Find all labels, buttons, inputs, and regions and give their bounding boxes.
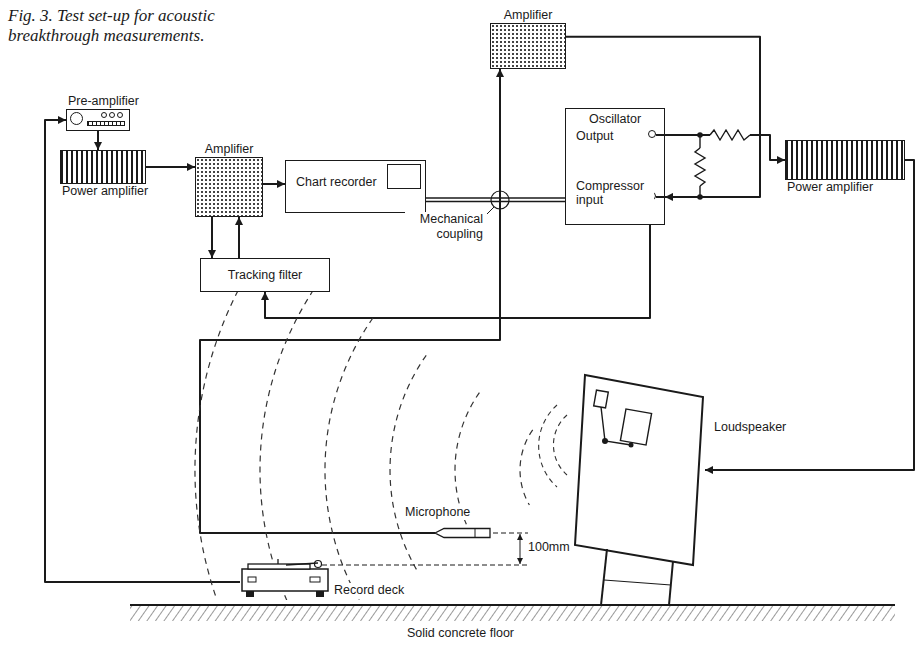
part-label: Microphone xyxy=(403,505,472,520)
figure-caption: Fig. 3. Test set-up for acoustic breakth… xyxy=(8,6,258,45)
slider-bank xyxy=(87,121,125,126)
signal-line xyxy=(705,160,914,470)
sound-wave-arc xyxy=(325,318,373,600)
mechanical-coupling-rail xyxy=(426,197,565,202)
resistor-symbol xyxy=(710,127,750,143)
knob xyxy=(117,112,123,118)
record-deck-drawing xyxy=(240,555,330,600)
box-title: Oscillator xyxy=(566,112,664,127)
mechanical-coupling-gap xyxy=(426,199,565,201)
chart-roll xyxy=(387,164,421,189)
knob xyxy=(109,112,115,118)
terminal-circle xyxy=(648,130,656,138)
signal-connector xyxy=(146,167,195,168)
part-label: Loudspeaker xyxy=(712,420,788,435)
signal-connector xyxy=(239,217,240,258)
amplifier-box xyxy=(195,157,263,217)
sound-wave-arcs xyxy=(195,290,533,600)
knob xyxy=(101,112,107,118)
preamp-box xyxy=(66,109,130,131)
signal-connector xyxy=(426,199,565,200)
preamp-unit: Pre-amplifier xyxy=(66,94,141,131)
power-amplifier-unit: Power amplifier xyxy=(60,150,150,199)
microphone-drawing xyxy=(435,527,490,539)
unit-label: Power amplifier xyxy=(60,184,150,199)
signal-line xyxy=(146,166,195,168)
signal-connector xyxy=(263,184,285,185)
record-deck: Record deck xyxy=(240,555,330,600)
leader-line xyxy=(487,207,494,214)
unit-label: Power amplifier xyxy=(785,180,875,195)
signal-line xyxy=(200,69,500,533)
signal-connector xyxy=(200,69,500,533)
knob xyxy=(70,112,83,125)
dimension-label: 100mm xyxy=(526,540,572,555)
terminal-label: Output xyxy=(574,129,616,144)
part-label: Record deck xyxy=(332,583,406,598)
sound-wave-arc xyxy=(520,430,533,505)
sound-wave-arc xyxy=(195,290,266,600)
unit-label: Amplifier xyxy=(203,142,256,157)
resistor-symbol xyxy=(695,135,705,197)
junction-dot xyxy=(697,132,703,138)
box-label: Chart recorder xyxy=(294,175,379,190)
power-amplifier-unit: Power amplifier xyxy=(785,140,905,195)
floor-label: Solid concrete floor xyxy=(405,626,516,641)
amplifier-box xyxy=(490,23,566,69)
chart-recorder-box: Chart recorder xyxy=(285,160,426,213)
signal-line xyxy=(97,131,99,150)
signal-line xyxy=(211,217,213,258)
amplifier-unit: Amplifier xyxy=(490,8,566,69)
power-amplifier-box xyxy=(785,140,905,180)
unit-label: Amplifier xyxy=(502,8,555,23)
callout-circle xyxy=(491,191,509,209)
box-label: Tracking filter xyxy=(226,268,305,283)
terminal-lead xyxy=(656,196,664,198)
loudspeaker: Loudspeaker xyxy=(575,375,705,565)
dimension-line xyxy=(322,533,528,565)
oscillator-box: OscillatorOutputCompressor input xyxy=(565,108,665,225)
amplifier-unit: Amplifier xyxy=(195,142,263,217)
callout-label: Mechanical coupling xyxy=(405,212,485,242)
signal-connector xyxy=(98,131,99,150)
junction-dot xyxy=(697,194,703,200)
signal-connector xyxy=(212,217,213,258)
terminal-label: Compressor input xyxy=(574,179,654,208)
unit-label: Pre-amplifier xyxy=(66,94,141,109)
sound-wave-arc xyxy=(390,355,426,570)
terminal-lead xyxy=(656,134,664,136)
signal-connector xyxy=(705,160,914,470)
power-amplifier-box xyxy=(60,150,146,184)
signal-line xyxy=(263,183,285,185)
tracking-filter-box: Tracking filter xyxy=(200,258,330,292)
concrete-floor xyxy=(130,605,895,621)
signal-line xyxy=(238,217,240,258)
microphone: Microphone xyxy=(435,527,490,539)
loudspeaker-drawing xyxy=(575,375,705,565)
sound-wave-arc xyxy=(260,290,320,600)
